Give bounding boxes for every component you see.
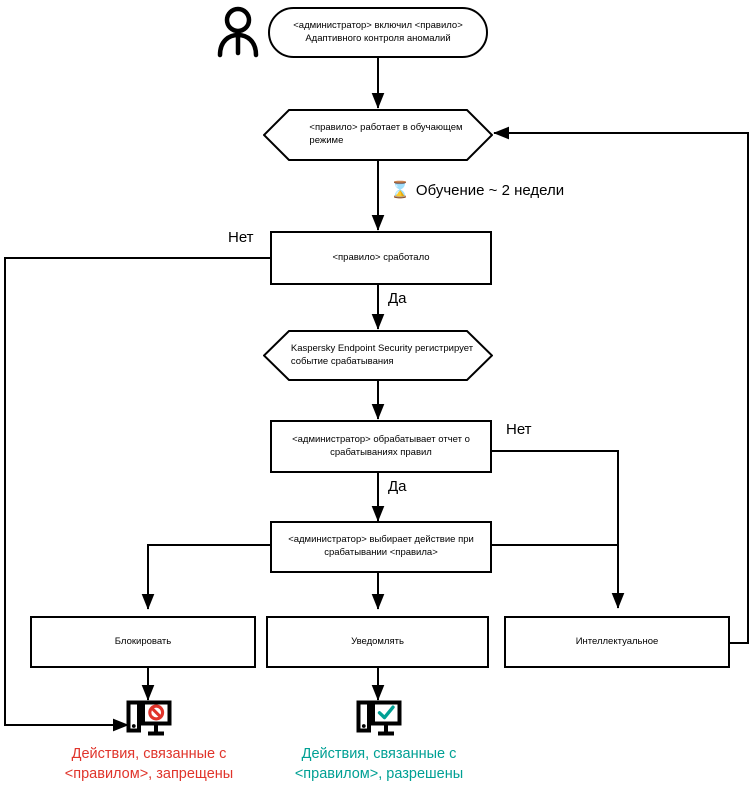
edge-triggered-no-loop bbox=[4, 257, 270, 732]
hexagon-shape bbox=[262, 109, 494, 161]
node-admin-action-label: <администратор> выбирает действие при ср… bbox=[288, 534, 474, 558]
monitor-allowed-icon bbox=[356, 700, 402, 736]
node-kes-logs-label: Kaspersky Endpoint Security регистрирует… bbox=[290, 342, 474, 367]
caption-denied: Действия, связанные с <правилом>, запрещ… bbox=[64, 746, 234, 782]
node-notify: Уведомлять bbox=[266, 616, 489, 668]
edge-label-triggered-no: Нет bbox=[228, 229, 254, 246]
person-icon bbox=[217, 6, 259, 58]
node-learning-mode: <правило> работает в обучающем режиме bbox=[262, 109, 494, 161]
hexagon-shape bbox=[262, 330, 494, 381]
node-block: Блокировать bbox=[30, 616, 256, 668]
edge-smart-loopback bbox=[493, 126, 749, 644]
learning-duration-label: Обучение ~ 2 недели bbox=[415, 182, 565, 199]
node-rule-triggered: <правило> сработало bbox=[270, 231, 492, 285]
edge-report-no-to-smart bbox=[492, 450, 625, 609]
caption-allowed: Действия, связанные с <правилом>, разреш… bbox=[294, 746, 464, 782]
node-kes-logs: Kaspersky Endpoint Security регистрирует… bbox=[262, 330, 494, 381]
node-start: <администратор> включил <правило> Адапти… bbox=[268, 7, 488, 58]
node-rule-triggered-label: <правило> сработало bbox=[332, 251, 430, 263]
node-notify-label: Уведомлять bbox=[351, 635, 404, 647]
node-block-label: Блокировать bbox=[114, 635, 172, 647]
node-learning-mode-label: <правило> работает в обучающем режиме bbox=[309, 122, 463, 146]
edge-label-triggered-yes: Да bbox=[388, 290, 407, 307]
edge-action-to-block bbox=[141, 544, 270, 610]
edge-label-report-yes: Да bbox=[388, 478, 407, 495]
hourglass-icon: ⌛ bbox=[390, 181, 410, 199]
node-admin-action: <администратор> выбирает действие при ср… bbox=[270, 521, 492, 573]
node-admin-report-label: <администратор> обрабатывает отчет о сра… bbox=[292, 433, 470, 458]
monitor-blocked-icon bbox=[126, 700, 172, 736]
node-smart: Интеллектуальное bbox=[504, 616, 730, 668]
edge-label-report-no: Нет bbox=[506, 421, 532, 438]
node-smart-label: Интеллектуальное bbox=[575, 635, 659, 647]
learning-duration-annotation: ⌛ Обучение ~ 2 недели bbox=[390, 182, 564, 199]
node-start-label: <администратор> включил <правило> Адапти… bbox=[293, 19, 463, 44]
node-admin-report: <администратор> обрабатывает отчет о сра… bbox=[270, 420, 492, 473]
